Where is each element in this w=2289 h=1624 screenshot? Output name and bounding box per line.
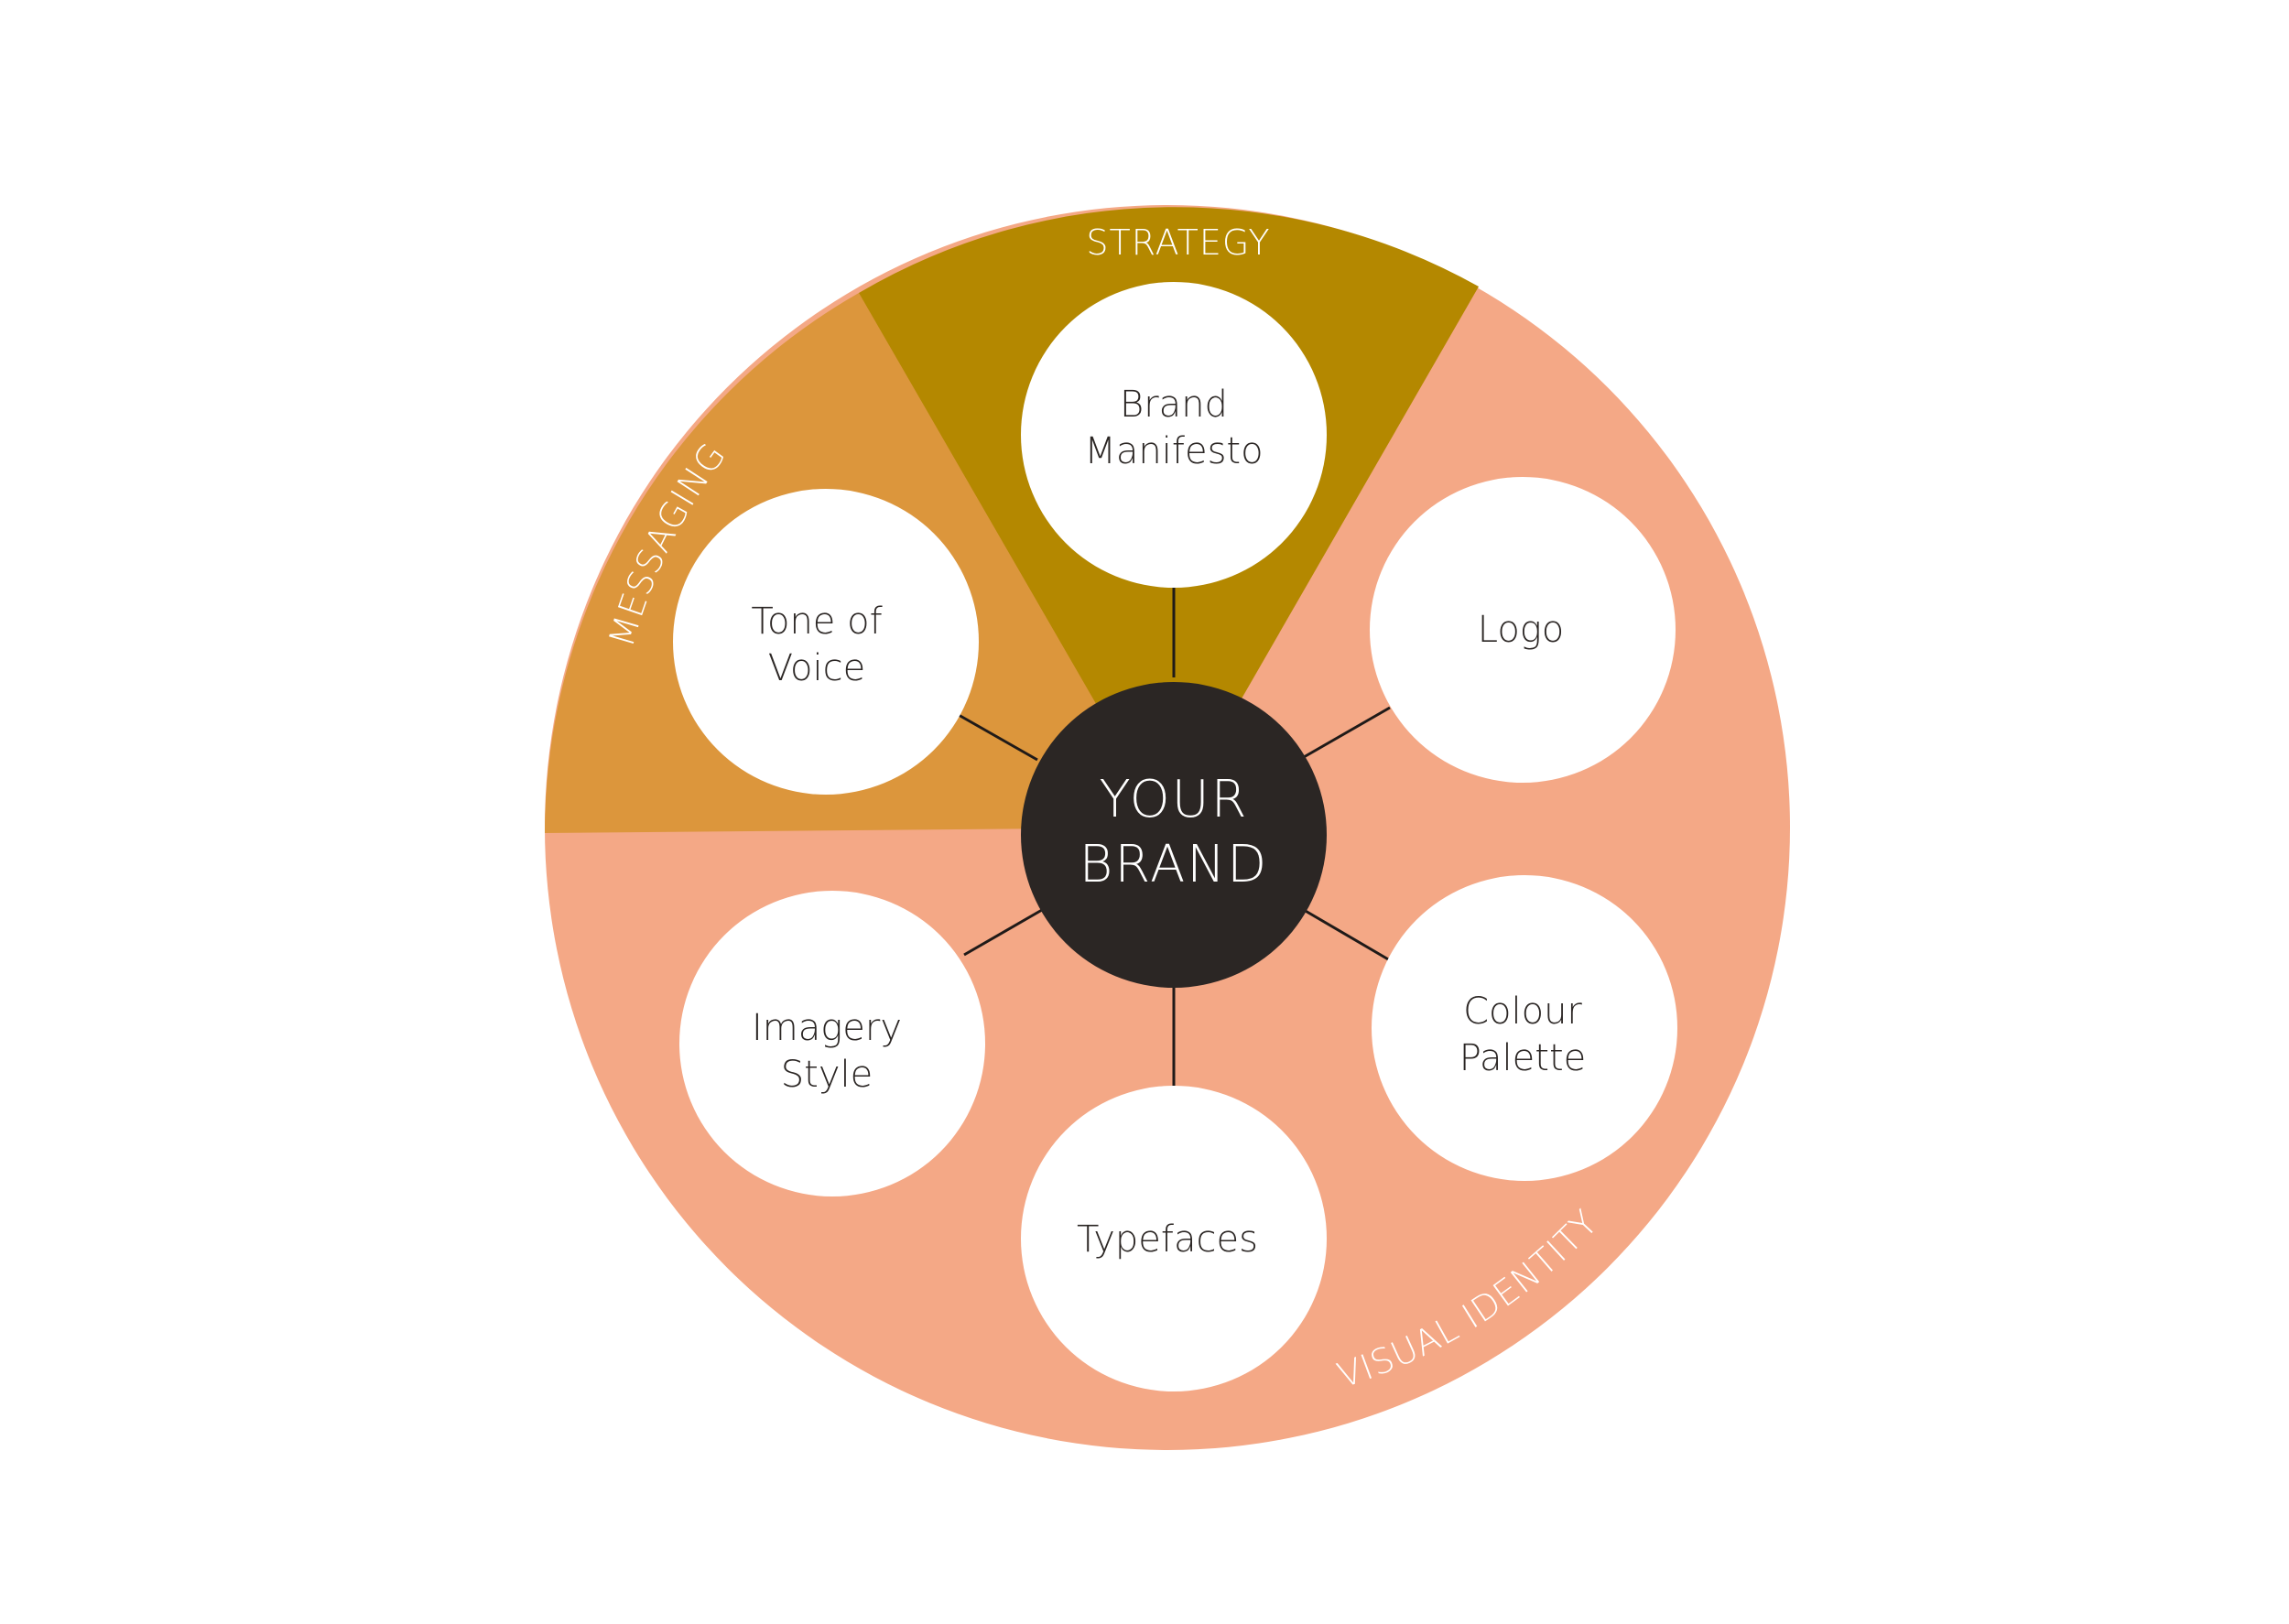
center-circle	[1021, 682, 1327, 988]
node-colour-palette: Colour Palette	[1372, 875, 1677, 1181]
center-text-line1: YOUR	[1099, 770, 1248, 829]
node-logo: Logo	[1370, 477, 1676, 783]
node-tone-of-voice: Tone of Voice	[673, 489, 979, 795]
node-brand-manifesto: Brand Manifesto	[1021, 282, 1327, 588]
node-colour-palette-line1: Colour	[1463, 991, 1582, 1033]
node-tone-of-voice-line2: Voice	[768, 647, 865, 689]
center-text-line2: BRAND	[1079, 835, 1269, 894]
connector-imagery-style	[963, 908, 1043, 957]
node-brand-manifesto-line2: Manifesto	[1084, 430, 1263, 472]
node-logo-line1: Logo	[1478, 609, 1565, 651]
connector-lines	[958, 588, 1391, 1086]
node-imagery-style: Imagery Style	[679, 891, 985, 1196]
center-node-your-brand: YOUR BRAND	[1021, 682, 1327, 988]
segment-label-strategy: STRATEGY	[1086, 222, 1270, 263]
connector-logo	[1303, 706, 1391, 759]
node-colour-palette-line2: Palette	[1459, 1037, 1587, 1079]
node-typefaces-line1: Typefaces	[1077, 1218, 1258, 1261]
node-typefaces: Typefaces	[1021, 1086, 1327, 1391]
node-tone-of-voice-line1: Tone of	[751, 601, 882, 643]
node-imagery-style-line2: Style	[781, 1054, 873, 1096]
node-imagery-style-line1: Imagery	[752, 1007, 902, 1049]
connector-tone-of-voice	[958, 713, 1038, 762]
node-brand-manifesto-line1: Brand	[1120, 384, 1228, 426]
connector-colour-palette	[1303, 908, 1391, 962]
